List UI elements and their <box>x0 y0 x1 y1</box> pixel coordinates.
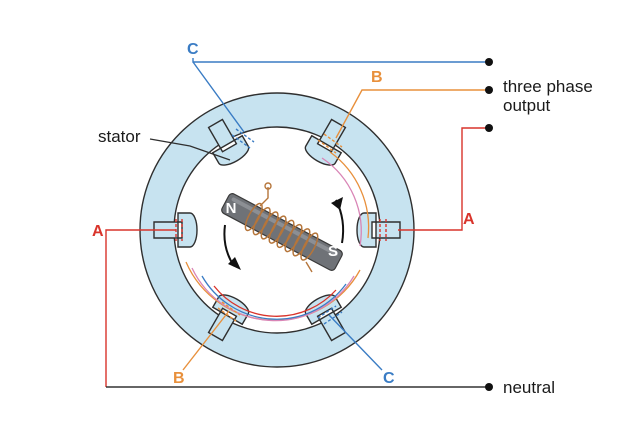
three-phase-label-line2: output <box>503 96 551 115</box>
arrow-down-icon <box>228 257 241 270</box>
wire-phase-a-left <box>105 229 176 387</box>
terminals <box>485 58 493 391</box>
phase-a-right-label: A <box>463 211 475 228</box>
phase-c-bottom-label: C <box>383 370 395 387</box>
rotor-north-label: N <box>226 200 237 217</box>
rotor-south-label: S <box>328 243 338 260</box>
phase-b-top-label: B <box>371 69 383 86</box>
stator-pole-0 <box>356 212 401 248</box>
three-phase-label-line1: three phase <box>503 77 593 96</box>
rotor-coil <box>244 202 319 261</box>
stator-leader <box>149 138 231 161</box>
phase-b-bottom-label: B <box>173 370 185 387</box>
rotation-arrowheads <box>228 197 343 270</box>
terminal-b <box>485 86 493 94</box>
rotor: N S <box>221 182 343 273</box>
wire-phase-b-bottom <box>182 310 230 371</box>
inner-windings <box>185 151 370 322</box>
neutral-label: neutral <box>503 378 555 397</box>
phase-a-left-label: A <box>92 223 104 240</box>
terminal-neutral <box>485 383 493 391</box>
terminal-c <box>485 58 493 66</box>
rotor-coil-lead-bottom <box>305 261 313 273</box>
phase-c-top-label: C <box>187 41 199 58</box>
stator-pole-300 <box>304 118 347 166</box>
wire-phase-a-right <box>398 127 489 231</box>
wiring <box>105 58 489 388</box>
terminal-a <box>485 124 493 132</box>
wire-phase-c <box>192 58 489 133</box>
stator-label: stator <box>98 127 141 146</box>
stator-pole-240 <box>207 118 250 166</box>
wire-phase-c-bottom <box>328 314 383 371</box>
arrow-up-icon <box>331 197 343 210</box>
rotor-coil-lead-top <box>259 187 269 207</box>
wire-phase-b <box>335 89 489 139</box>
